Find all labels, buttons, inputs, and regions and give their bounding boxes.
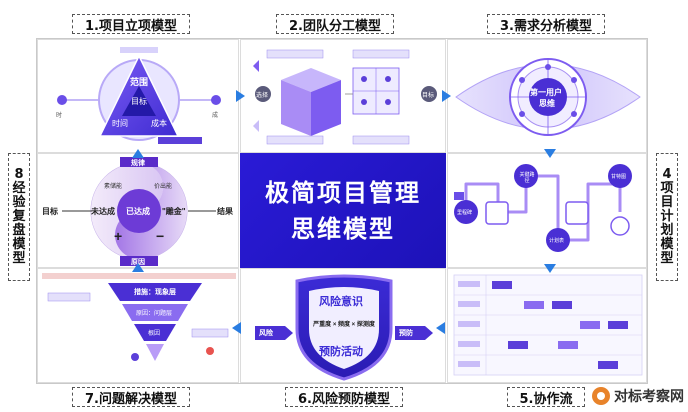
cell-collaboration-flow — [447, 268, 647, 383]
review-bottom-label: 原因 — [131, 259, 145, 266]
label8-char: 盘 — [12, 223, 26, 238]
review-gold-label: "雕金" — [162, 207, 186, 216]
review-plus: + — [114, 228, 123, 244]
label4-char: 目 — [660, 195, 674, 210]
label-experience-review-model: 8 经 验 复 盘 模 型 — [8, 153, 30, 281]
label-project-plan-model: 4 项 目 计 划 模 型 — [656, 153, 678, 281]
plan-node-gantt: 甘特图 — [611, 174, 627, 180]
outer-left-label: 时 — [56, 113, 63, 119]
review-top-label: 规律 — [131, 160, 145, 167]
risk-right-tag: 预防 — [399, 330, 413, 337]
label8-char: 8 — [14, 167, 24, 182]
cell-project-plan: 关键路径 计划表 甘特图 里程碑 — [447, 153, 647, 268]
label-problem-solving-model: 7.问题解决模型 — [72, 387, 190, 407]
funnel-top-label: 措施：现象层 — [134, 289, 176, 296]
yin-yang-diagram — [62, 157, 216, 266]
risk-left-tag: 风险 — [259, 330, 273, 337]
eye-center-line1: 第一用户 — [530, 88, 562, 97]
eye-center-line2: 思维 — [539, 99, 555, 108]
center-title-line1: 极简项目管理 — [265, 178, 421, 207]
cell-problem-solving: 措施：现象层 原因：问题层 根因 — [37, 268, 239, 383]
arrow-down-icon — [544, 149, 556, 158]
funnel-diagram — [42, 273, 236, 361]
risk-title: 风险意识 — [319, 296, 363, 308]
label4-char: 项 — [660, 181, 674, 196]
label8-char: 模 — [12, 237, 26, 252]
triangle-right-label: 成本 — [151, 119, 167, 128]
plan-node-critical-path: 关键路径 — [519, 172, 535, 184]
funnel-mid-label: 原因：问题层 — [136, 311, 173, 317]
outer-right-label: 成 — [212, 113, 219, 119]
funnel-bottom-label: 根因 — [148, 331, 161, 337]
label8-char: 验 — [12, 195, 26, 210]
cell-requirement-analysis: 第一用户 思维 — [447, 39, 647, 153]
eye-diagram — [455, 58, 641, 136]
cell-risk-prevention: 风险意识 严重度 × 频度 × 探测度 预防活动 风险 预防 — [240, 268, 446, 383]
triangle-left-label: 时间 — [112, 119, 128, 128]
label4-char: 4 — [662, 167, 672, 182]
triangle-center-label: 目标 — [131, 97, 147, 106]
label8-char: 经 — [12, 181, 26, 196]
label8-char: 型 — [12, 251, 26, 266]
arrow-up-icon — [132, 263, 144, 272]
review-not-achieved-label: 未达成 — [91, 207, 115, 216]
review-goal-label: 目标 — [42, 207, 58, 216]
label4-char: 计 — [660, 209, 674, 224]
triangle-diagram — [57, 47, 221, 144]
team-left-label: 选择 — [256, 93, 269, 99]
label8-char: 复 — [12, 209, 26, 224]
label-collaboration-flow-model: 5.协作流 — [507, 387, 585, 407]
risk-formula: 严重度 × 频度 × 探测度 — [313, 322, 375, 328]
cell-team-division: 选择 目标 — [240, 39, 446, 153]
plan-node-schedule: 计划表 — [549, 238, 565, 244]
label-project-initiation-model: 1.项目立项模型 — [72, 14, 190, 34]
label-requirement-analysis-model: 3.需求分析模型 — [487, 14, 605, 34]
review-result-label: 结果 — [217, 207, 233, 216]
label4-char: 模 — [660, 237, 674, 252]
center-title-line2: 思维模型 — [291, 214, 395, 243]
cell-project-initiation: 范围 目标 时间 成本 时 成 — [37, 39, 239, 153]
review-minus: − — [156, 228, 165, 244]
arrow-up-icon — [132, 149, 144, 158]
watermark: 对标考察网 — [592, 386, 684, 406]
label-risk-prevention-model: 6.风险预防模型 — [285, 387, 403, 407]
plan-node-milestone: 里程碑 — [457, 210, 473, 216]
center-title-box: 极简项目管理 思维模型 — [240, 153, 446, 268]
label-team-division-model: 2.团队分工模型 — [276, 14, 394, 34]
cube-matrix-diagram — [253, 49, 437, 145]
plan-path-diagram — [454, 164, 632, 252]
arrow-right-icon — [442, 90, 451, 102]
swimlane-diagram — [453, 274, 643, 376]
grid-frame — [36, 38, 648, 384]
shield-diagram — [255, 274, 433, 381]
review-achieved-label: 已达成 — [126, 207, 150, 216]
arrow-left-icon — [232, 322, 241, 334]
risk-bottom-label: 预防活动 — [319, 346, 363, 358]
arrow-down-icon — [544, 264, 556, 273]
review-sub-right: 价出能 — [154, 184, 173, 190]
triangle-top-label: 范围 — [130, 77, 149, 87]
team-right-label: 目标 — [422, 93, 435, 99]
review-sub-left: 素储能 — [104, 184, 123, 190]
cell-experience-review: 规律 原因 目标 结果 未达成 已达成 "雕金" 素储能 价出能 + − — [37, 153, 239, 268]
watermark-text: 对标考察网 — [614, 389, 684, 405]
label4-char: 型 — [660, 251, 674, 266]
arrow-right-icon — [236, 90, 245, 102]
arrow-left-icon — [436, 322, 445, 334]
watermark-logo-icon — [592, 387, 610, 405]
label4-char: 划 — [660, 223, 674, 238]
